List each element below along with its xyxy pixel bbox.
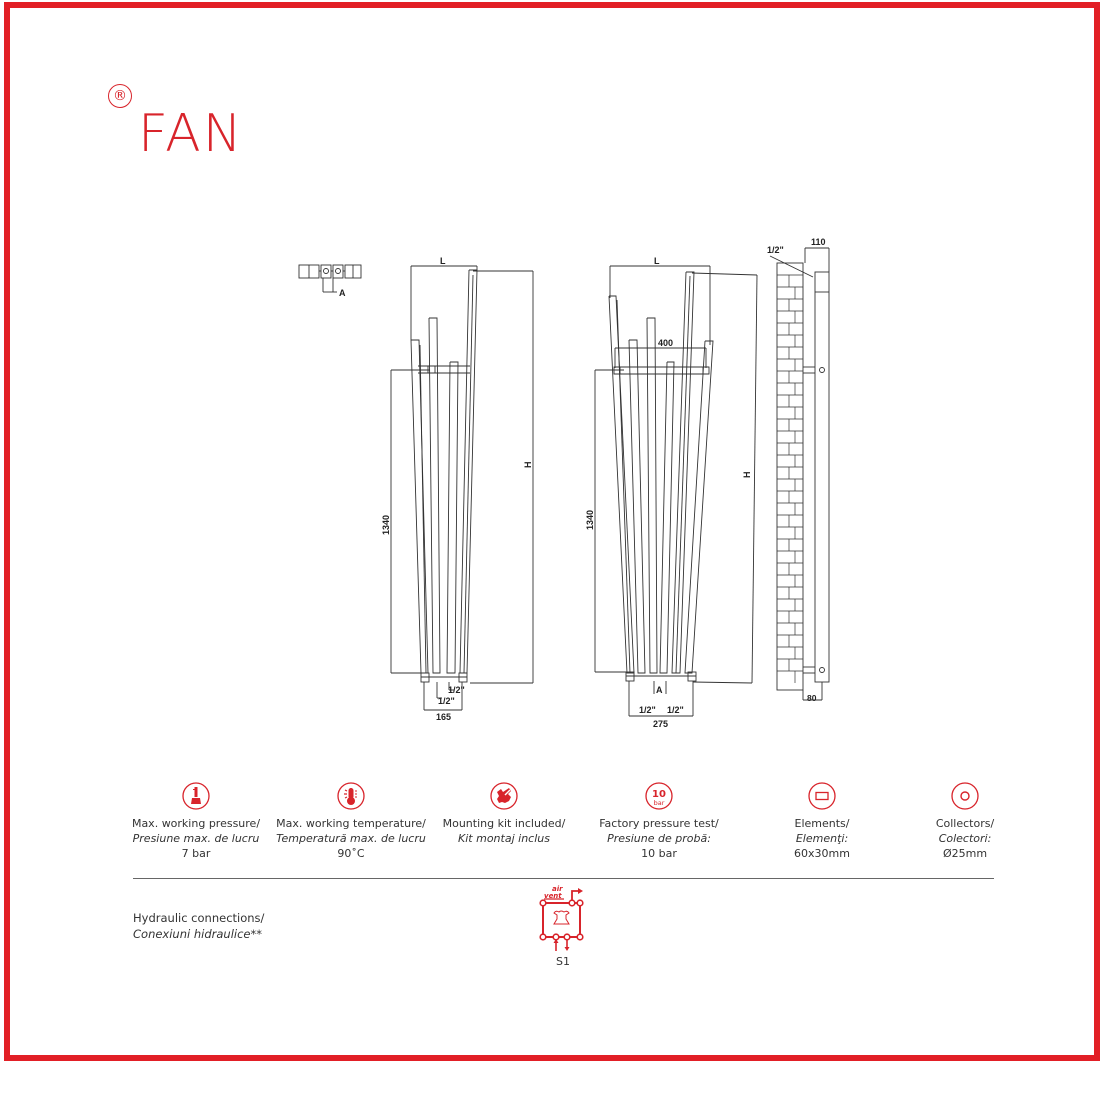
spec-elements: Elements/ Elemenţi: 60x30mm (737, 782, 907, 861)
spec-max-temperature: Max. working temperature/ Temperatură ma… (266, 782, 436, 861)
spec-label-en: Elements/ (794, 817, 850, 830)
spec-value: 10 bar (641, 847, 677, 860)
svg-text:air: air (552, 885, 563, 893)
specs-row: Max. working pressure/ Presiune max. de … (120, 782, 1010, 872)
spec-value: 7 bar (181, 847, 211, 860)
page-frame (4, 2, 1100, 1061)
spec-label-en: Max. working pressure/ (131, 817, 261, 830)
spec-label-en: Collectors/ (935, 817, 995, 830)
spec-value: 90˚C (337, 847, 365, 860)
mounting-kit-icon (490, 782, 518, 810)
spec-label-ro: Temperatură max. de lucru (276, 832, 426, 845)
thermometer-icon (337, 782, 365, 810)
front-view-narrow-drawing (390, 265, 534, 711)
dim-165: 165 (436, 712, 451, 722)
spec-label-ro: Elemenţi: (795, 832, 849, 845)
technical-drawing: A L H 1340 1/2" 1/2" 165 L H 400 1340 A … (298, 237, 830, 729)
brand-logo: FAN (138, 104, 244, 164)
hydraulic-label-en: Hydraulic connections/ (133, 911, 265, 925)
dim-a-wide: A (656, 685, 663, 695)
dim-1340-narrow: 1340 (381, 515, 391, 535)
side-view-drawing (769, 247, 830, 701)
spec-label-en: Factory pressure test/ (599, 817, 719, 830)
spec-max-pressure: Max. working pressure/ Presiune max. de … (111, 782, 281, 861)
spec-value: 60x30mm (794, 847, 850, 860)
dim-h-narrow: H (523, 462, 533, 469)
spec-mounting-kit: Mounting kit included/ Kit montaj inclus (419, 782, 589, 846)
dim-connection-wide-2: 1/2" (667, 705, 684, 715)
spec-label-ro: Colectori: (938, 832, 992, 845)
dim-connection-narrow-1: 1/2" (448, 685, 465, 695)
spec-label-ro: Presiune de probă: (607, 832, 711, 845)
dim-1340-wide: 1340 (585, 510, 595, 530)
hydraulic-code: S1 (556, 955, 570, 968)
dim-400: 400 (658, 338, 673, 348)
spec-collectors: Collectors/ Colectori: Ø25mm (880, 782, 1050, 861)
dim-l-wide: L (654, 256, 660, 266)
spec-label-en: Max. working temperature/ (276, 817, 426, 830)
hydraulic-label-ro: Conexiuni hidraulice** (133, 927, 262, 941)
spec-label-ro: Presiune max. de lucru (132, 832, 260, 845)
registered-trademark-icon: ® (108, 84, 132, 108)
dim-connection-narrow-2: 1/2" (438, 696, 455, 706)
section-divider (133, 878, 994, 879)
spec-factory-pressure-test: 10 bar Factory pressure test/ Presiune d… (574, 782, 744, 861)
dim-275: 275 (653, 719, 668, 729)
spec-value: Ø25mm (942, 847, 988, 860)
rectangle-element-icon (808, 782, 836, 810)
svg-text:vent: vent (544, 892, 562, 900)
svg-text:bar: bar (654, 799, 665, 807)
brick-wall (777, 274, 803, 683)
pressure-gauge-icon (182, 782, 210, 810)
dim-l-narrow: L (440, 256, 446, 266)
hydraulic-connections-label: Hydraulic connections/ Conexiuni hidraul… (133, 910, 264, 942)
svg-text:10: 10 (652, 789, 666, 800)
dim-connection-wide-1: 1/2" (639, 705, 656, 715)
hydraulic-connection-s1-diagram: air vent (539, 885, 584, 951)
dim-80: 80 (807, 693, 817, 703)
spec-label-en: Mounting kit included/ (442, 817, 566, 830)
spec-label-ro: Kit montaj inclus (458, 832, 550, 845)
dim-a-top: A (339, 288, 346, 298)
top-view-drawing (298, 264, 362, 293)
front-view-wide-drawing (594, 265, 758, 717)
dim-h-wide: H (742, 472, 752, 479)
circle-collector-icon (951, 782, 979, 810)
dim-110: 110 (811, 237, 826, 247)
dim-connection-side: 1/2" (767, 245, 784, 255)
pressure-test-badge-icon: 10 bar (645, 782, 673, 810)
